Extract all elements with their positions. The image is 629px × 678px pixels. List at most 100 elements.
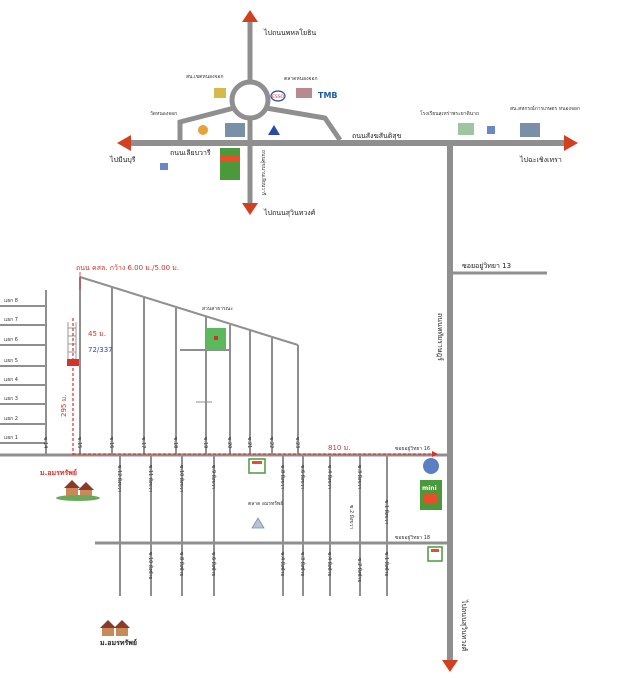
dist-810: 810 ม. (328, 444, 350, 452)
soi-label: ซ.3 ฝั่งขวา (356, 465, 363, 489)
brand-mini: mini (422, 485, 437, 492)
arrow-south-top-icon (242, 203, 258, 215)
seven-eleven-low-stripe (431, 549, 439, 552)
subdivision (0, 276, 450, 596)
lane-label: แยก 5 (4, 358, 18, 364)
low-soi-labels: ซ.10 ฝั่งซ้าย ซ.8 ฝั่งซ้าย ซ.6 ฝั่งซ้าย … (147, 552, 390, 582)
label-north: ไปถนนพหลโยธิน (263, 28, 316, 37)
temple-icon (198, 125, 208, 135)
soi-label: ซ.14 (42, 437, 48, 448)
brand-esso: ESSO (272, 94, 285, 100)
lane-label: แยก 4 (4, 377, 18, 383)
soi-label: ซ.11 ฝั่งขวา (147, 465, 154, 493)
bank-icon (487, 126, 495, 134)
village-bottom-house-icon (100, 620, 130, 636)
label-soi-18: ซอยอยู่วิทยา 18 (395, 534, 430, 541)
soi-label: ซ.19 (202, 437, 208, 448)
mini-store-stripe (424, 494, 438, 504)
village-main-label: ม.อมรทรัพย์ (40, 468, 77, 477)
soi-label: ซ.18 (172, 437, 178, 448)
landmark-office: สน.เขตหนองจอก (186, 74, 224, 80)
village-bottom-label: ม.อมรทรัพย์ (100, 638, 137, 647)
soi-label: ซ.23 (294, 437, 300, 448)
soi-label: ซ.4 ฝั่งซ้าย (326, 552, 333, 576)
hospital-icon (458, 123, 474, 135)
soi-label: ซ.9 ฝั่งขวา (210, 465, 217, 489)
soi-label: ซ.20 (226, 437, 232, 448)
lane-label: แยก 7 (4, 317, 18, 323)
label-soi-16: ซอยอยู่วิทยา 16 (395, 445, 430, 452)
soi-label: ซ.17 (140, 437, 146, 448)
bank-right-icon (423, 458, 439, 474)
ladder-hatch (67, 322, 77, 362)
landmark-school: วัดหนองจอก (150, 111, 177, 117)
soi-label: ซ.10 ฝั่งซ้าย (147, 552, 154, 580)
lane-label: แยก 3 (4, 396, 18, 402)
dist-295: 295 ม. (60, 395, 68, 417)
shell-icon (268, 125, 280, 135)
village-main-house-icon (56, 480, 100, 501)
soi-label: ซ.3 ฝั่งซ้าย (299, 552, 306, 576)
seven-eleven-top-stripe (220, 156, 240, 162)
landmark-agri: สน.สหกรณ์การเกษตร หนองจอก (510, 105, 580, 112)
office-icon (214, 88, 226, 98)
lane-labels: แยก 8 แยก 7 แยก 6 แยก 5 แยก 4 แยก 3 แยก … (4, 298, 18, 441)
mid-soi-labels: ซ.12 ฝั่งขวา ซ.11 ฝั่งขวา ซ.10 ฝั่งขวา ซ… (116, 465, 390, 529)
distance-arrow-icon (432, 451, 438, 457)
park-label: สวนสาธารณะ (202, 306, 233, 312)
landmark-market: ตลาดหนองจอก (284, 76, 317, 82)
seven-eleven-mid-stripe (252, 461, 262, 464)
park-marker (214, 336, 218, 340)
subdivision-boundary (79, 276, 299, 346)
agri-building-icon (520, 123, 540, 137)
landmarks-top: สน.เขตหนองจอก ตลาดหนองจอก ESSO TMB วัดหน… (150, 74, 580, 180)
label-south-top: ไปถนนสุวินทวงศ์ (263, 208, 316, 217)
soi-label: ซ.4 ฝั่งซ้าย (279, 552, 286, 576)
direction-arrows (117, 10, 578, 672)
lane-label: แยก 8 (4, 298, 18, 304)
roundabout (229, 79, 271, 121)
label-east: ไปฉะเชิงเทรา (519, 155, 562, 164)
arrow-north-icon (242, 10, 258, 22)
top-soi-labels: ซ.14 ซ.15 ซ.16 ซ.17 ซ.18 ซ.19 ซ.20 ซ.21 … (42, 437, 300, 448)
soi-label: ซ.10 ฝั่งขวา (178, 465, 185, 493)
small-shop-icon (160, 163, 168, 170)
label-west: ไปมีนบุรี (109, 155, 136, 164)
label-road-vertical: ถนนหทัยราษฎร์ (436, 313, 444, 361)
lane-label: แยก 1 (4, 435, 18, 441)
lane-label: แยก 2 (4, 416, 18, 422)
road-diagonal-west (177, 105, 235, 140)
lane-stubs (0, 305, 46, 444)
soi-label: ซ.15 (76, 437, 82, 448)
brand-tmb: TMB (318, 91, 338, 100)
lane-label: แยก 6 (4, 337, 18, 343)
soi-label: ซ.12 ฝั่งขวา (116, 465, 123, 493)
main-roads (130, 22, 565, 660)
label-south-bottom: ไปถนนสุวินทวงศ์ (460, 599, 469, 652)
soi-label: ซ.8 ฝั่งขวา (279, 465, 286, 489)
plot-marker (67, 359, 79, 366)
soi-label: ซ.2 ฝั่งซ้าย (356, 558, 363, 582)
plot-number: 72/337 (88, 346, 113, 354)
label-road-liab: ถนนเลียบวารี (170, 149, 211, 157)
soi-label: ซ.4 ฝั่งขวา (326, 465, 333, 489)
label-soi-13: ซอยอยู่วิทยา 13 (462, 262, 511, 270)
building-icon (225, 123, 245, 137)
soi-label: ซ.6 ฝั่งขวา (299, 465, 306, 489)
landmark-hospital: โรงเรียนสุเหร่าพระยาดินาถ (420, 110, 479, 117)
width-note: ถนน คสล. กว้าง 6.00 ม./5.00 ม. (76, 264, 179, 272)
soi-label: ซ.1 ฝั่งขวา (383, 500, 390, 524)
soi-label: ซ.22 (268, 437, 274, 448)
arrow-west-icon (117, 135, 131, 151)
soi-label: ซ.21 (246, 437, 252, 448)
seven-eleven-top-icon (220, 148, 240, 180)
label-road-sangkhom: ถนนสังฆสันติสุข (352, 132, 402, 140)
soi-label: ซ.2 ฝั่งขวา (348, 505, 355, 529)
arrow-east-icon (564, 135, 578, 151)
esso-icon (270, 90, 286, 102)
market-amorn-icon (251, 517, 265, 529)
arrow-south-bottom-icon (442, 660, 458, 672)
road-diagonal-east (265, 105, 343, 142)
soi-label: ซ.6 ฝั่งซ้าย (210, 552, 217, 576)
